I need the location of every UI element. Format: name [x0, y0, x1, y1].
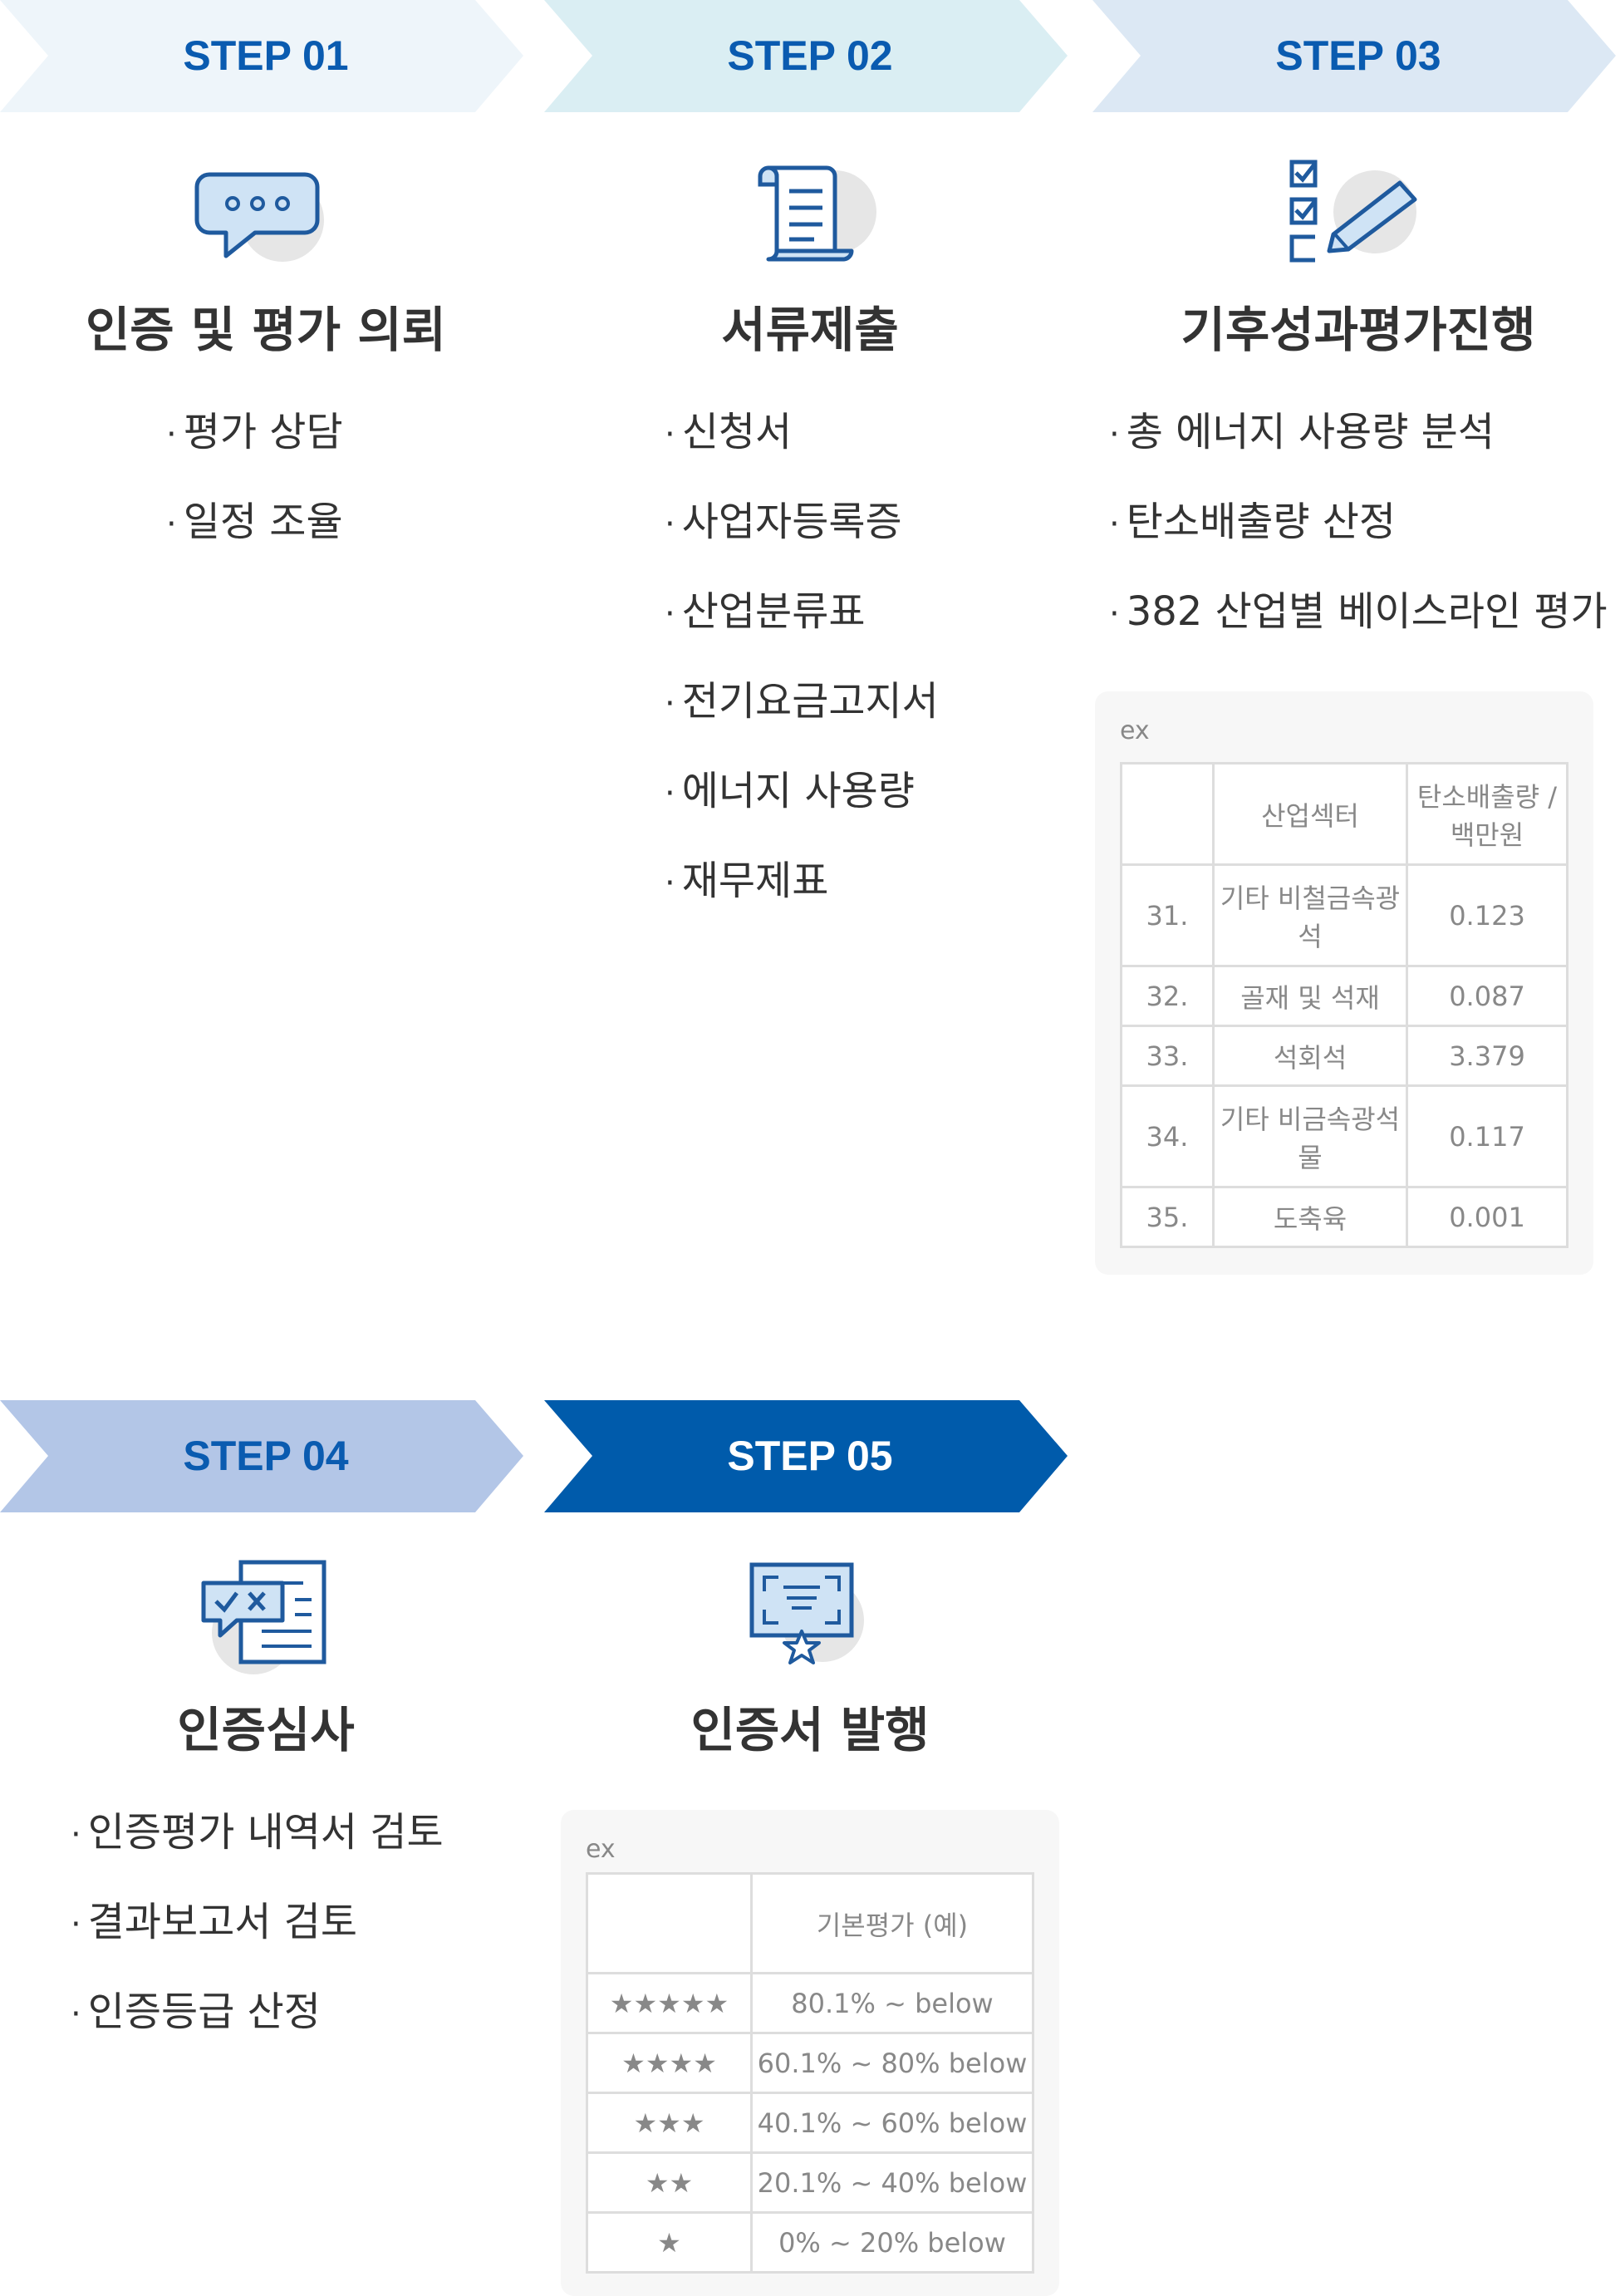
- step-label: STEP 01: [183, 32, 349, 79]
- table-header-cell: 기본평가 (예): [750, 1872, 1034, 1974]
- table-row: ★★★ 40.1% ~ 60% below: [586, 2092, 1034, 2154]
- step-label: STEP 04: [183, 1433, 349, 1479]
- table-cell: 3.379: [1406, 1025, 1568, 1087]
- list-item: ·재무제표: [665, 858, 829, 904]
- table-cell: 기타 비금속광석물: [1212, 1084, 1408, 1188]
- table-cell: 31.: [1120, 863, 1215, 967]
- star-rating: ★: [586, 2211, 753, 2274]
- step-items: ·인증평가 내역서 검토 ·결과보고서 검토 ·인증등급 산정: [71, 1799, 444, 2068]
- table-cell: 34.: [1120, 1084, 1215, 1188]
- step-banner: STEP 01: [0, 0, 532, 112]
- table-cell: 33.: [1120, 1025, 1215, 1087]
- table-cell: 0% ~ 20% below: [750, 2211, 1034, 2274]
- table-cell: 0.087: [1406, 965, 1568, 1027]
- step-title: 인증 및 평가 의뢰: [85, 302, 447, 358]
- star-rating: ★★: [586, 2151, 753, 2214]
- list-item: ·평가 상담: [166, 409, 343, 455]
- star-rating: ★★★: [586, 2092, 753, 2154]
- list-item: ·일정 조율: [166, 499, 343, 545]
- step-title: 인증서 발행: [690, 1702, 930, 1758]
- table-row: ★★★★★ 80.1% ~ below: [586, 1972, 1034, 2034]
- example-box: ex 산업섹터 탄소배출량 / 백만원 31. 기타 비철금속광석 0.123 …: [1095, 691, 1593, 1275]
- review-document-icon: [191, 1558, 341, 1674]
- document-scroll-icon: [735, 158, 885, 274]
- table-header-row: 기본평가 (예): [586, 1872, 1034, 1974]
- list-item: ·사업자등록증: [665, 499, 902, 545]
- table-cell: 기타 비철금속광석: [1212, 863, 1408, 967]
- step-banner: STEP 05: [544, 1400, 1076, 1512]
- table-cell: 0.117: [1406, 1084, 1568, 1188]
- list-item: ·인증평가 내역서 검토: [71, 1809, 444, 1856]
- rating-table: 기본평가 (예) ★★★★★ 80.1% ~ below ★★★★ 60.1% …: [586, 1872, 1034, 2274]
- step-items: ·총 에너지 사용량 분석 ·탄소배출량 산정 ·382 산업별 베이스라인 평…: [1109, 399, 1608, 668]
- table-row: 34. 기타 비금속광석물 0.117: [1120, 1084, 1568, 1188]
- table-cell: 80.1% ~ below: [750, 1972, 1034, 2034]
- star-rating: ★★★★: [586, 2032, 753, 2094]
- table-cell: 0.123: [1406, 863, 1568, 967]
- table-cell: 35.: [1120, 1186, 1215, 1248]
- example-label: ex: [1120, 716, 1150, 745]
- list-item: ·총 에너지 사용량 분석: [1109, 409, 1495, 455]
- step-banner: STEP 03: [1092, 0, 1620, 112]
- step-label: STEP 02: [727, 32, 893, 79]
- table-row: ★★ 20.1% ~ 40% below: [586, 2151, 1034, 2214]
- step-title: 기후성과평가진행: [1181, 302, 1536, 358]
- table-row: 35. 도축육 0.001: [1120, 1186, 1568, 1248]
- example-box: ex 기본평가 (예) ★★★★★ 80.1% ~ below ★★★★ 60.…: [561, 1810, 1059, 2296]
- step-label: STEP 05: [727, 1433, 893, 1479]
- table-cell: 60.1% ~ 80% below: [750, 2032, 1034, 2094]
- table-row: 31. 기타 비철금속광석 0.123: [1120, 863, 1568, 967]
- example-label: ex: [586, 1835, 616, 1864]
- step-items: ·신청서 ·사업자등록증 ·산업분류표 ·전기요금고지서 ·에너지 사용량 ·재…: [665, 399, 939, 937]
- step-title: 인증심사: [177, 1702, 355, 1758]
- list-item: ·산업분류표: [665, 588, 866, 635]
- table-cell: 40.1% ~ 60% below: [750, 2092, 1034, 2154]
- list-item: ·결과보고서 검토: [71, 1899, 358, 1945]
- step-05: STEP 05 인증서 발행 ex 기본평가 (예) ★★★★★ 80.1% ~…: [544, 1400, 1076, 2296]
- certificate-icon: [735, 1558, 885, 1674]
- chat-bubble-icon: [191, 158, 341, 274]
- table-row: 33. 석회석 3.379: [1120, 1025, 1568, 1087]
- list-item: ·탄소배출량 산정: [1109, 499, 1397, 545]
- table-cell: 32.: [1120, 965, 1215, 1027]
- step-02: STEP 02 서류제출 ·신청서 ·사업자등록증 ·산업분류표 ·전기요금고지…: [544, 0, 1076, 904]
- list-item: ·에너지 사용량: [665, 768, 915, 814]
- industry-emission-table: 산업섹터 탄소배출량 / 백만원 31. 기타 비철금속광석 0.123 32.…: [1120, 762, 1568, 1248]
- step-items: ·평가 상담 ·일정 조율: [166, 399, 343, 578]
- table-header-cell: 산업섹터: [1212, 762, 1408, 866]
- table-header-cell: [1120, 762, 1215, 866]
- table-cell: 석회석: [1212, 1025, 1408, 1087]
- table-header-row: 산업섹터 탄소배출량 / 백만원: [1120, 762, 1568, 866]
- table-cell: 골재 및 석재: [1212, 965, 1408, 1027]
- list-item: ·인증등급 산정: [71, 1989, 321, 2035]
- table-row: ★★★★ 60.1% ~ 80% below: [586, 2032, 1034, 2094]
- star-rating: ★★★★★: [586, 1972, 753, 2034]
- table-header-cell: 탄소배출량 / 백만원: [1406, 762, 1568, 866]
- step-banner: STEP 02: [544, 0, 1076, 112]
- table-row: 32. 골재 및 석재 0.087: [1120, 965, 1568, 1027]
- step-banner: STEP 04: [0, 1400, 532, 1512]
- table-cell: 도축육: [1212, 1186, 1408, 1248]
- list-item: ·382 산업별 베이스라인 평가: [1109, 588, 1608, 635]
- step-04: STEP 04 인증심사 ·인증평가 내역서 검토 ·결과보고서 검토 ·인증등…: [0, 1400, 532, 2035]
- table-cell: 20.1% ~ 40% below: [750, 2151, 1034, 2214]
- step-title: 서류제출: [721, 302, 899, 358]
- table-header-cell: [586, 1872, 753, 1974]
- checklist-pencil-icon: [1284, 158, 1433, 274]
- table-cell: 0.001: [1406, 1186, 1568, 1248]
- step-label: STEP 03: [1275, 32, 1441, 79]
- step-03: STEP 03 기후성과평가진행 ·총 에너지 사용량 분석 ·탄소배출량 산정…: [1092, 0, 1620, 1275]
- table-row: ★ 0% ~ 20% below: [586, 2211, 1034, 2274]
- list-item: ·신청서: [665, 409, 793, 455]
- list-item: ·전기요금고지서: [665, 678, 939, 725]
- step-01: STEP 01 인증 및 평가 의뢰 ·평가 상담 ·일정 조율: [0, 0, 532, 545]
